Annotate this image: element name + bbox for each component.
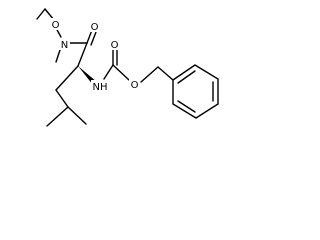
- bond-n-methyl: [55, 49, 61, 63]
- bond-ch-methyl-1: [46, 106, 69, 127]
- bond-methoxy-methyl: [36, 8, 46, 20]
- atom-bg-o-methoxy: [50, 18, 61, 30]
- bond-o-ch2: [140, 66, 159, 83]
- bond-ch2-phenyl: [157, 66, 174, 81]
- bond-alpha-ch2: [55, 65, 79, 91]
- bond-carbamate-o: [112, 64, 130, 81]
- phenyl-inner-bond-1: [177, 70, 196, 84]
- atom-o-ester: O: [131, 80, 139, 91]
- atom-bg-nh: [91, 80, 109, 92]
- atom-bg-o-carbonyl-amide: [89, 20, 100, 32]
- atom-bg-o-carbonyl-carbamate: [109, 38, 120, 50]
- atom-label-layer: O N O NH O O: [50, 18, 140, 93]
- phenyl-inner-bond-3: [177, 100, 196, 113]
- bond-nh-carbamate: [103, 64, 114, 80]
- bond-carbonyl-alpha: [77, 42, 88, 67]
- atom-o-carbonyl-amide: O: [91, 22, 99, 33]
- atom-nh: NH: [93, 82, 108, 93]
- bond-layer: [36, 8, 219, 127]
- bond-amide-co-double-1: [86, 29, 93, 44]
- atom-bg-n-amide: [59, 38, 70, 50]
- atom-bg-o-ester: [129, 78, 140, 90]
- bond-ch-methyl-2: [67, 106, 87, 125]
- phenyl-ring: [172, 64, 219, 119]
- bond-ch2-ch: [55, 89, 69, 108]
- atom-o-methoxy: O: [52, 20, 60, 31]
- structure-diagram: O N O NH O O: [36, 8, 219, 127]
- atom-n-amide: N: [61, 40, 68, 51]
- atom-o-carbonyl-carbamate: O: [111, 40, 119, 51]
- bond-amide-co-double-2: [90, 31, 97, 46]
